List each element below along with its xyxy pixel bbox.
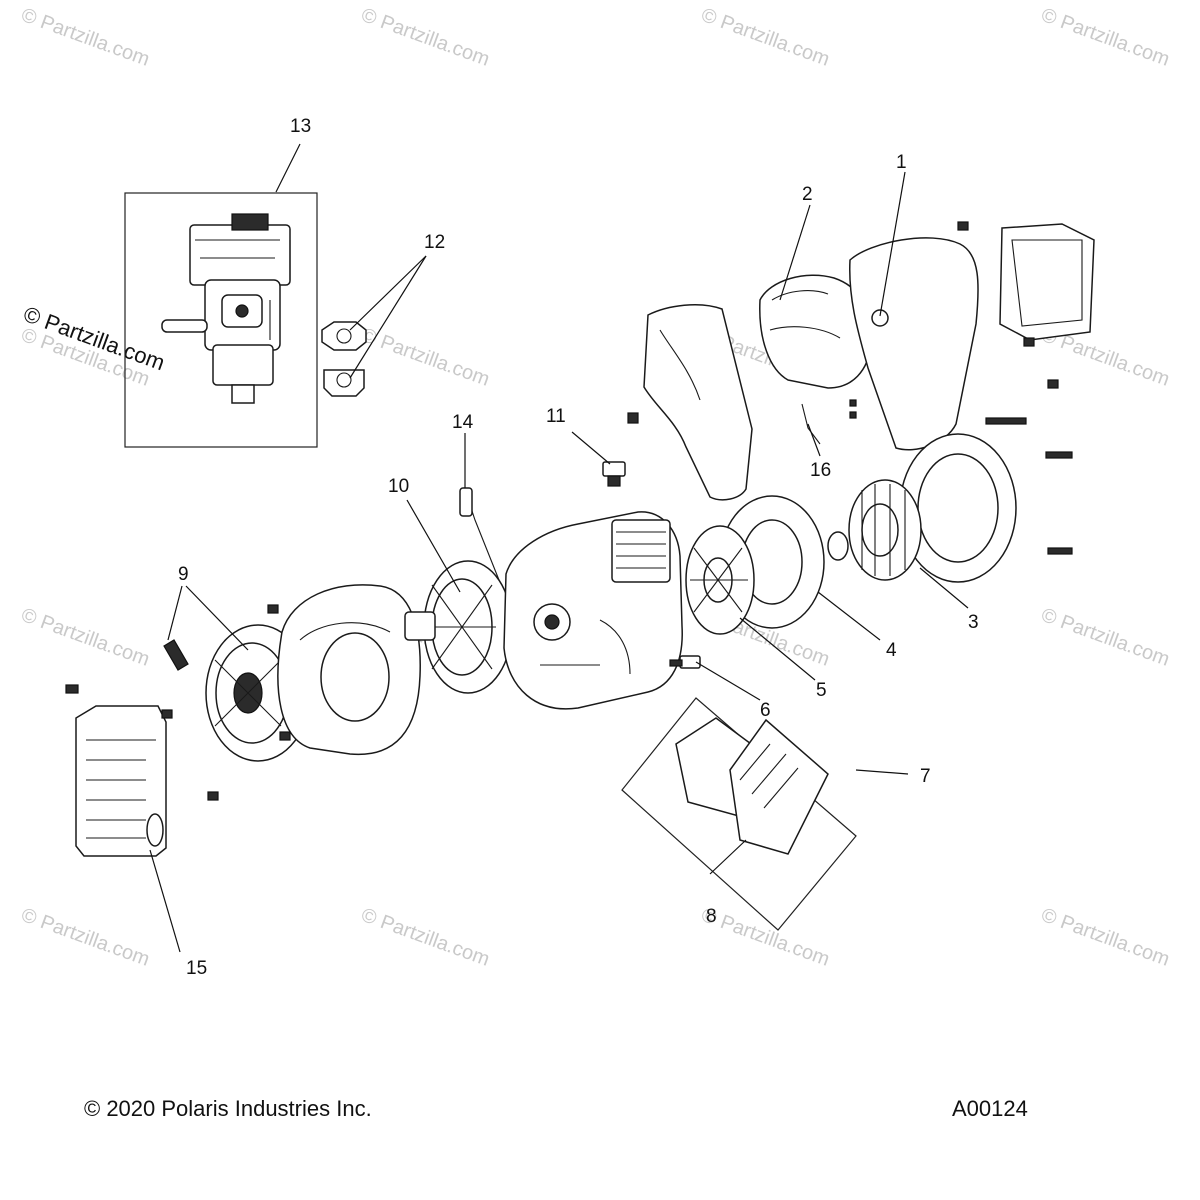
watermark: © Partzilla.com [1038,4,1172,71]
callout-11[interactable]: 11 [546,406,566,427]
callout-12[interactable]: 12 [424,232,445,253]
engine-block[interactable] [503,511,683,710]
copyright-notice: © 2020 Polaris Industries Inc. [84,1096,372,1121]
air-filter-kit-frame [621,697,857,931]
carburetor-gaskets[interactable] [321,321,367,397]
watermark: © Partzilla.com [18,4,152,71]
upper-cover[interactable] [643,304,753,501]
callout-9[interactable]: 9 [178,564,189,585]
watermark: © Partzilla.com [18,604,152,671]
callout-2[interactable]: 2 [802,184,813,205]
leader-lines [149,143,969,953]
stator-housing[interactable] [899,433,1017,583]
rear-housing[interactable] [848,237,979,451]
watermark: © Partzilla.com [1038,604,1172,671]
carburetor-kit-frame [124,192,318,448]
watermark: © Partzilla.com [698,4,832,71]
drawing-number: A00124 [952,1096,1028,1121]
watermark: © Partzilla.com [358,904,492,971]
watermark: © Partzilla.com [358,4,492,71]
fasteners [161,221,1073,801]
fan-shroud[interactable] [277,584,421,756]
control-module[interactable] [65,684,167,857]
callout-3[interactable]: 3 [968,612,979,633]
callout-7[interactable]: 7 [920,766,931,787]
callout-labels: 1 2 3 4 5 6 7 8 9 10 11 12 13 14 15 16 [178,116,979,979]
ignition-coil-wire[interactable] [459,487,500,581]
carburetor-assembly[interactable] [124,192,318,448]
oil-drain-plug[interactable] [669,655,701,669]
callout-13[interactable]: 13 [290,116,311,137]
stator[interactable] [827,479,922,581]
watermark: © Partzilla.com [18,904,152,971]
callout-6[interactable]: 6 [760,700,771,721]
callout-5[interactable]: 5 [816,680,827,701]
callout-1[interactable]: 1 [896,152,907,173]
flywheel[interactable] [404,560,513,694]
watermark: © Partzilla.com [698,904,832,971]
cooling-fan[interactable] [685,525,755,635]
watermark: © Partzilla.com [1038,904,1172,971]
spark-plug[interactable] [602,461,626,487]
callout-4[interactable]: 4 [886,640,897,661]
callout-8[interactable]: 8 [706,906,717,927]
callout-14[interactable]: 14 [452,412,474,433]
side-panel[interactable] [999,223,1095,341]
callout-15[interactable]: 15 [186,958,207,979]
retaining-clip[interactable] [801,399,857,445]
watermark: © Partzilla.com [358,324,492,391]
air-filter-kit[interactable] [621,697,857,931]
air-guide[interactable] [759,274,873,389]
callout-10[interactable]: 10 [388,476,409,497]
callout-16[interactable]: 16 [810,460,831,481]
